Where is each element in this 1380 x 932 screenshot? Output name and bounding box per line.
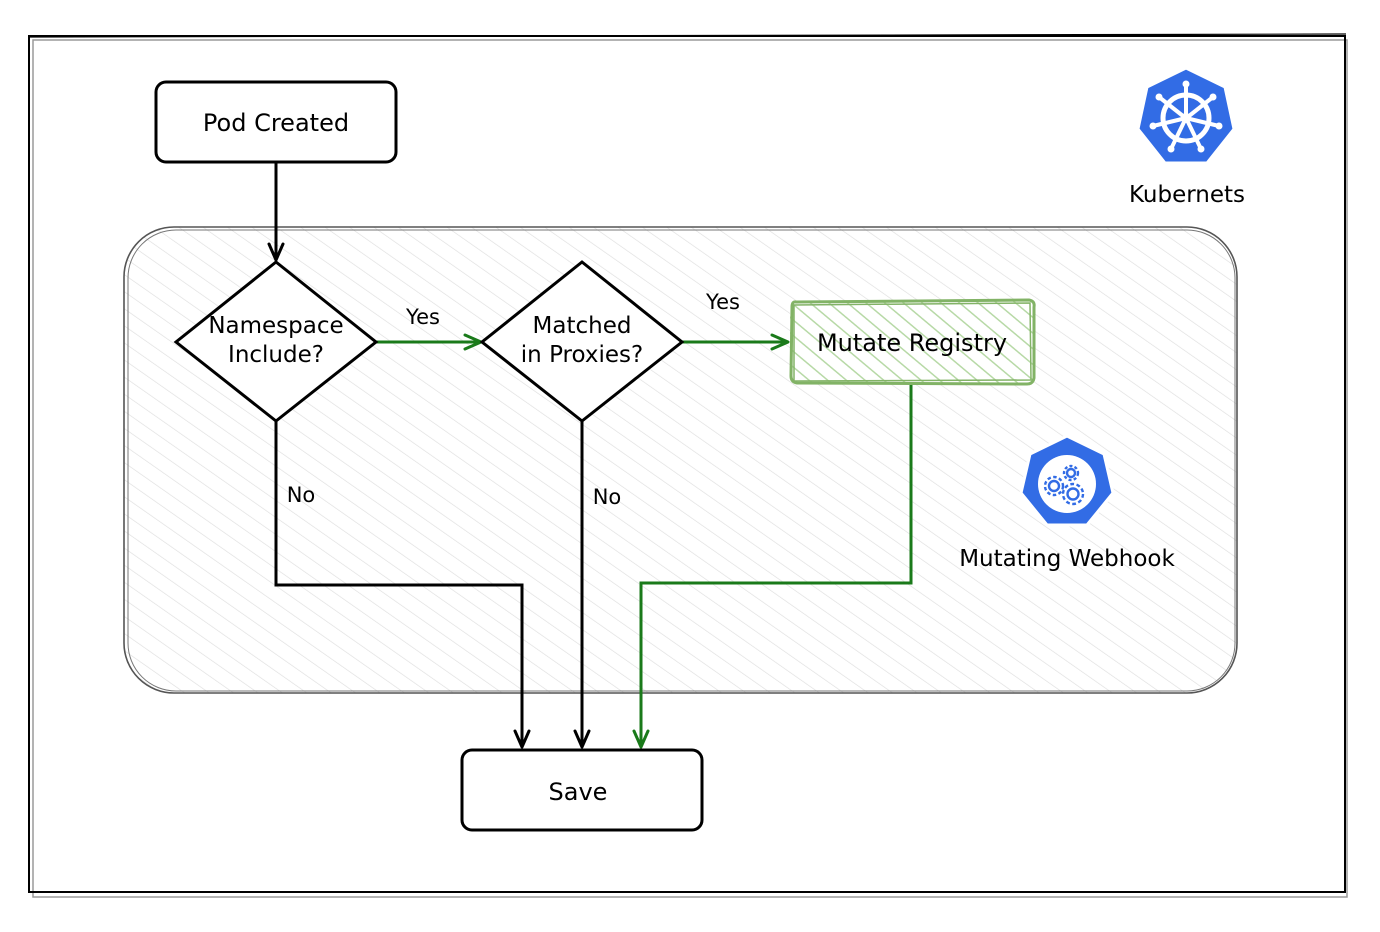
mutating-webhook-label: Mutating Webhook: [959, 546, 1175, 572]
edge-mutate-to-save: [632, 385, 913, 749]
save-label: Save: [549, 778, 608, 806]
namespace-decision-line-1: Namespace: [208, 313, 343, 339]
namespace-yes-label: Yes: [405, 305, 440, 329]
namespace-decision-line-2: Include?: [228, 342, 324, 368]
pod-created-label: Pod Created: [203, 109, 349, 137]
namespace-decision-node[interactable]: Namespace Include?: [173, 260, 379, 423]
proxies-decision-line-1: Matched: [533, 313, 632, 339]
proxies-decision-line-2: in Proxies?: [521, 342, 643, 368]
mutate-registry-node[interactable]: Mutate Registry: [789, 298, 1036, 386]
kubernetes-label: Kubernets: [1129, 182, 1245, 208]
edge-namespace-no: [274, 421, 531, 749]
proxies-decision-node[interactable]: Matched in Proxies?: [479, 260, 685, 423]
save-node[interactable]: Save: [460, 748, 704, 832]
gears-icon: [1019, 434, 1115, 527]
outer-frame: [28, 33, 1348, 898]
proxies-no-label: No: [593, 485, 622, 509]
mutate-registry-label: Mutate Registry: [817, 329, 1007, 357]
connectors: [267, 162, 913, 749]
kubernetes-icon: [1136, 66, 1236, 165]
pod-created-node[interactable]: Pod Created: [154, 80, 398, 164]
namespace-no-label: No: [287, 483, 316, 507]
proxies-yes-label: Yes: [705, 290, 740, 314]
